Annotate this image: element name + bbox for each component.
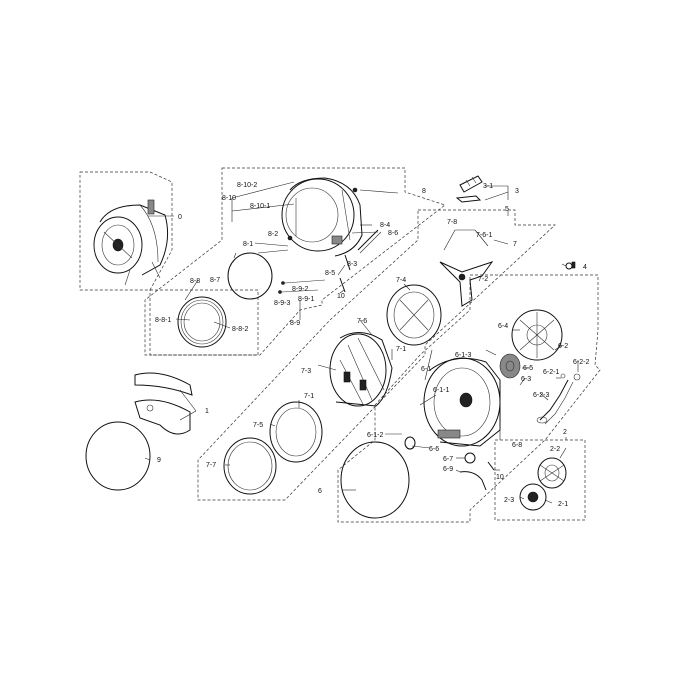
callout-8-8: 8-8 <box>190 278 200 285</box>
rotor-2-3-icon <box>519 483 547 511</box>
callout-0: 0 <box>178 214 182 221</box>
callout-3-1: 3-1 <box>483 183 493 190</box>
callout-8: 8 <box>422 188 426 195</box>
rod-8-6-icon <box>357 229 379 251</box>
callout-2-1: 2-1 <box>558 501 568 508</box>
callout-8-5: 8-5 <box>325 270 335 277</box>
callout-7-6: 7-6 <box>357 318 367 325</box>
drum-front-ring-icon <box>269 401 323 463</box>
callout-6-1-3: 6-1-3 <box>455 352 471 359</box>
callout-6-9: 6-9 <box>443 466 453 473</box>
callout-6-2-2: 6-2-2 <box>573 359 589 366</box>
callout-8-1: 8-1 <box>243 241 253 248</box>
callout-7: 7 <box>513 241 517 248</box>
callout-8-4: 8-4 <box>380 222 390 229</box>
drum-icon <box>329 332 393 407</box>
callout-labels: 0 8 8-10-2 8-10 8-10-1 8-4 8-6 8-2 8-1 8… <box>155 182 589 508</box>
callout-2-2: 2-2 <box>550 446 560 453</box>
callout-6-1: 6-1 <box>421 366 431 373</box>
group-outlines <box>79 167 601 523</box>
callout-6-2-1: 6-2-1 <box>543 369 559 376</box>
callout-8-9-1: 8-9-1 <box>298 296 314 303</box>
bracket-3-icon <box>455 195 482 203</box>
leader-lines <box>144 181 579 504</box>
spider-flange-icon <box>439 261 494 307</box>
washer-tub-assembly-icon <box>93 199 169 286</box>
callout-6-8: 6-8 <box>512 442 522 449</box>
callout-10-a: 10 <box>337 293 345 300</box>
callout-7-3: 7-3 <box>301 368 311 375</box>
callout-6: 6 <box>318 488 322 495</box>
callout-1: 1 <box>205 408 209 415</box>
callout-8-9-3: 8-9-3 <box>274 300 290 307</box>
callout-9: 9 <box>157 457 161 464</box>
callout-7-1-b: 7-1 <box>304 393 314 400</box>
door-hinge-icon <box>134 372 193 435</box>
callout-7-2: 7-2 <box>478 276 488 283</box>
rotor-icon <box>511 309 563 361</box>
callout-6-2-3: 6-2-3 <box>533 392 549 399</box>
group-8-outline <box>144 167 446 356</box>
callout-6-5: 6-5 <box>523 365 533 372</box>
callout-2-3: 2-3 <box>504 497 514 504</box>
ring-icon <box>177 296 227 348</box>
tub-seal-disc-icon <box>340 441 410 519</box>
callout-6-7: 6-7 <box>443 456 453 463</box>
callout-2: 2 <box>563 429 567 436</box>
callout-8-10-2: 8-10-2 <box>237 182 257 189</box>
callout-8-8-1: 8-8-1 <box>155 317 171 324</box>
drum-rear-icon <box>386 284 442 346</box>
stator-icon <box>537 457 567 489</box>
callout-7-5: 7-5 <box>253 422 263 429</box>
group-0-outline <box>79 171 173 291</box>
group-6-outline <box>337 274 601 523</box>
callout-6-6: 6-6 <box>429 446 439 453</box>
nut-4-icon <box>565 261 576 270</box>
front-tub-icon <box>281 177 363 257</box>
callout-5: 5 <box>505 206 509 213</box>
callout-7-4: 7-4 <box>396 277 406 284</box>
callout-7-6-1: 7-6-1 <box>476 232 492 239</box>
callout-6-1-1: 6-1-1 <box>433 387 449 394</box>
callout-8-8-2: 8-8-2 <box>232 326 248 333</box>
group-2-outline <box>494 439 586 521</box>
rear-tub-icon <box>423 357 501 447</box>
callout-8-10: 8-10 <box>222 195 236 202</box>
callout-7-7: 7-7 <box>206 462 216 469</box>
spring-parts-icon <box>278 279 326 294</box>
hub-icon <box>499 353 521 379</box>
callout-8-10-1: 8-10-1 <box>250 203 270 210</box>
door-glass-icon <box>227 252 273 300</box>
callout-10-b: 10 <box>496 474 504 481</box>
callout-8-7: 8-7 <box>210 277 220 284</box>
drain-hose-icon <box>459 471 487 491</box>
callout-8-2: 8-2 <box>268 231 278 238</box>
callout-6-4: 6-4 <box>498 323 508 330</box>
callout-8-9-2: 8-9-2 <box>292 286 308 293</box>
callout-6-1-2: 6-1-2 <box>367 432 383 439</box>
callout-7-8: 7-8 <box>447 219 457 226</box>
hose-icon <box>536 379 574 425</box>
bracket-3-1-icon <box>459 175 483 193</box>
callout-8-6: 8-6 <box>388 230 398 237</box>
callout-8-3: 8-3 <box>347 261 357 268</box>
group-8-8-outline <box>149 289 259 356</box>
door-gasket-icon <box>223 437 277 495</box>
callout-8-9: 8-9 <box>290 320 300 327</box>
callout-6-3: 6-3 <box>521 376 531 383</box>
callout-3: 3 <box>515 188 519 195</box>
callout-6-2: 6-2 <box>558 343 568 350</box>
callout-7-1-a: 7-1 <box>396 346 406 353</box>
callout-4: 4 <box>583 264 587 271</box>
door-ring-9-icon <box>85 421 151 491</box>
